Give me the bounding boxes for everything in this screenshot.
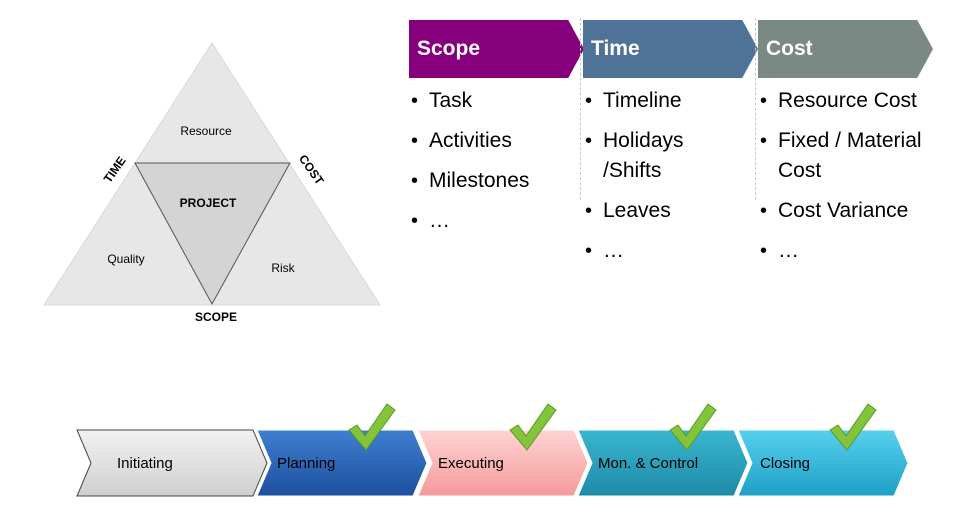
- process-step-planning: [256, 429, 428, 497]
- bottom-scope-label: SCOPE: [195, 310, 237, 324]
- list-item: Resource Cost: [758, 86, 958, 116]
- time-header: Time: [583, 20, 758, 78]
- list-item: Task: [409, 86, 584, 116]
- scope-header-label: Scope: [417, 37, 481, 60]
- checkmark-icon: [669, 403, 717, 451]
- list-item: …: [758, 236, 958, 266]
- process-step-label: Planning: [277, 455, 335, 472]
- list-item: Leaves: [583, 196, 758, 226]
- inner-inverted-triangle: [134, 162, 291, 306]
- cost-header: Cost: [758, 20, 933, 78]
- scope-header: Scope: [409, 20, 584, 78]
- cost-header-label: Cost: [766, 37, 813, 60]
- project-triangle: Resource PROJECT Quality Risk TIME COST …: [43, 42, 381, 324]
- scope-list: Task Activities Milestones …: [409, 86, 584, 236]
- list-item: …: [409, 206, 584, 236]
- process-step-label: Closing: [760, 455, 810, 472]
- process-step-label: Initiating: [117, 455, 173, 472]
- list-item: Holidays /Shifts: [583, 126, 758, 186]
- process-step-closing: [737, 429, 909, 497]
- center-project-label: PROJECT: [180, 196, 237, 210]
- checkmark-icon: [348, 403, 396, 451]
- scope-column: Scope Task Activities Milestones …: [409, 20, 584, 246]
- list-item: …: [583, 236, 758, 266]
- process-step-label: Mon. & Control: [598, 455, 698, 472]
- cost-column: Cost Resource Cost Fixed / Material Cost…: [758, 20, 958, 276]
- region-risk-label: Risk: [271, 261, 295, 275]
- list-item: Timeline: [583, 86, 758, 116]
- time-header-label: Time: [591, 37, 640, 60]
- time-list: Timeline Holidays /Shifts Leaves …: [583, 86, 758, 266]
- process-step-initiating: [76, 429, 268, 497]
- process-step-label: Executing: [438, 455, 504, 472]
- list-item: Cost Variance: [758, 196, 958, 226]
- region-resource-label: Resource: [180, 124, 232, 138]
- process-step-mon-control: [577, 429, 749, 497]
- list-item: Milestones: [409, 166, 584, 196]
- region-quality-label: Quality: [107, 252, 144, 266]
- checkmark-icon: [829, 403, 877, 451]
- list-item: Fixed / Material Cost: [758, 126, 958, 186]
- time-column: Time Timeline Holidays /Shifts Leaves …: [583, 20, 758, 276]
- process-step-executing: [417, 429, 589, 497]
- checkmark-icon: [509, 403, 557, 451]
- list-item: Activities: [409, 126, 584, 156]
- cost-list: Resource Cost Fixed / Material Cost Cost…: [758, 86, 958, 266]
